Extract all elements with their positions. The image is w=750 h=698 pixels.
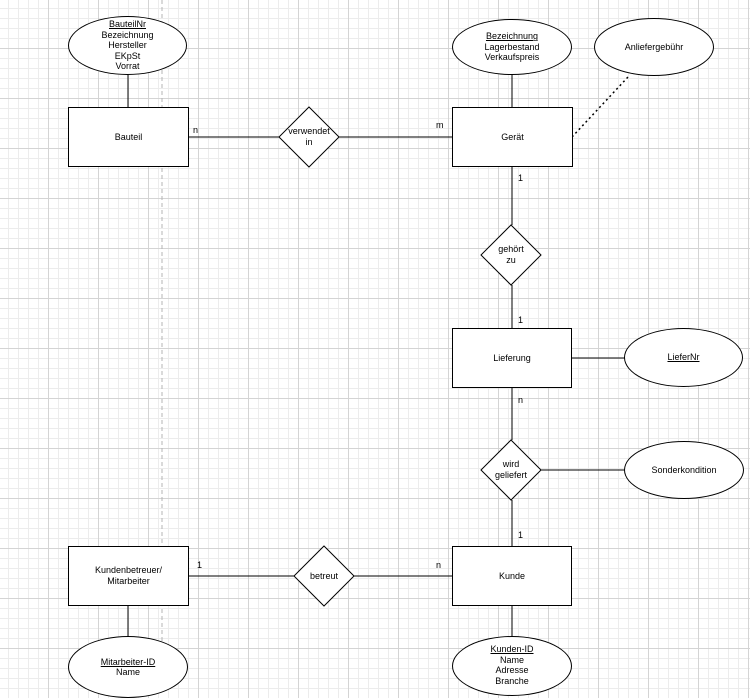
attribute-ellipse-mitarbeiter[interactable]: Mitarbeiter-ID Name <box>68 636 188 698</box>
attribute-key-mitarbeiter-id: Mitarbeiter-ID <box>100 656 156 667</box>
attribute-text: EKpSt <box>114 50 141 61</box>
cardinality-bauteil-verwendet: n <box>193 125 199 135</box>
cardinality-lieferung-geliefert: n <box>518 395 524 405</box>
attribute-ellipse-anliefergebuehr[interactable]: Anliefergebühr <box>594 18 714 76</box>
cardinality-lieferung-gehoert: 1 <box>518 315 524 325</box>
attribute-text: Verkaufspreis <box>484 52 540 63</box>
entity-lieferung[interactable]: Lieferung <box>452 328 572 388</box>
relationship-diamond-verwendet-in <box>278 106 340 168</box>
relationship-diamond-wird-geliefert <box>480 439 542 501</box>
attribute-text: Vorrat <box>115 61 140 72</box>
attribute-ellipse-geraet[interactable]: Bezeichnung Lagerbestand Verkaufspreis <box>452 19 572 75</box>
relationship-label-betreut[interactable]: betreut <box>309 570 339 581</box>
attribute-text: Bezeichnung <box>101 29 154 40</box>
attribute-text: Anliefergebühr <box>624 41 684 52</box>
attribute-ellipse-sonderkondition[interactable]: Sonderkondition <box>624 441 744 499</box>
relationship-diamond-betreut <box>293 545 355 607</box>
relationship-label-wird-geliefert[interactable]: wird geliefert <box>494 459 528 480</box>
attribute-text: Adresse <box>495 665 529 675</box>
attribute-text: Hersteller <box>108 40 147 51</box>
attribute-ellipse-kunde[interactable]: Kunden-ID Name Adresse Branche <box>452 636 572 696</box>
attribute-key-kunden-id: Kunden-ID <box>490 644 534 654</box>
entity-geraet[interactable]: Gerät <box>452 107 573 167</box>
relationship-label-verwendet-in[interactable]: verwendet in <box>288 126 330 147</box>
attribute-text: Lagerbestand <box>484 41 540 52</box>
attribute-key-bezeichnung: Bezeichnung <box>485 31 539 42</box>
attribute-key-liefernr: LieferNr <box>667 352 700 363</box>
attribute-text: Name <box>115 667 140 677</box>
cardinality-kunde-geliefert: 1 <box>518 530 524 540</box>
cardinality-geraet-gehoert: 1 <box>518 173 524 183</box>
cardinality-betreuer-betreut: 1 <box>197 560 203 570</box>
attribute-text: Sonderkondition <box>651 464 717 475</box>
attribute-ellipse-bauteil[interactable]: BauteilNr Bezeichnung Hersteller EKpSt V… <box>68 16 187 75</box>
attribute-text: Branche <box>495 675 529 686</box>
relationship-label-gehoert-zu[interactable]: gehört zu <box>498 244 524 265</box>
entity-kundenbetreuer[interactable]: Kundenbetreuer/ Mitarbeiter <box>68 546 189 606</box>
entity-kunde[interactable]: Kunde <box>452 546 572 606</box>
line-geraet-anliefergebuehr <box>571 76 629 138</box>
entity-bauteil[interactable]: Bauteil <box>68 107 189 167</box>
attribute-ellipse-liefernr[interactable]: LieferNr <box>624 328 743 387</box>
attribute-key-bauteilnr: BauteilNr <box>108 19 146 30</box>
cardinality-kunde-betreut: n <box>436 560 442 570</box>
relationship-diamond-gehoert-zu <box>480 224 542 286</box>
cardinality-geraet-verwendet: m <box>436 120 444 130</box>
attribute-text: Name <box>499 654 524 665</box>
